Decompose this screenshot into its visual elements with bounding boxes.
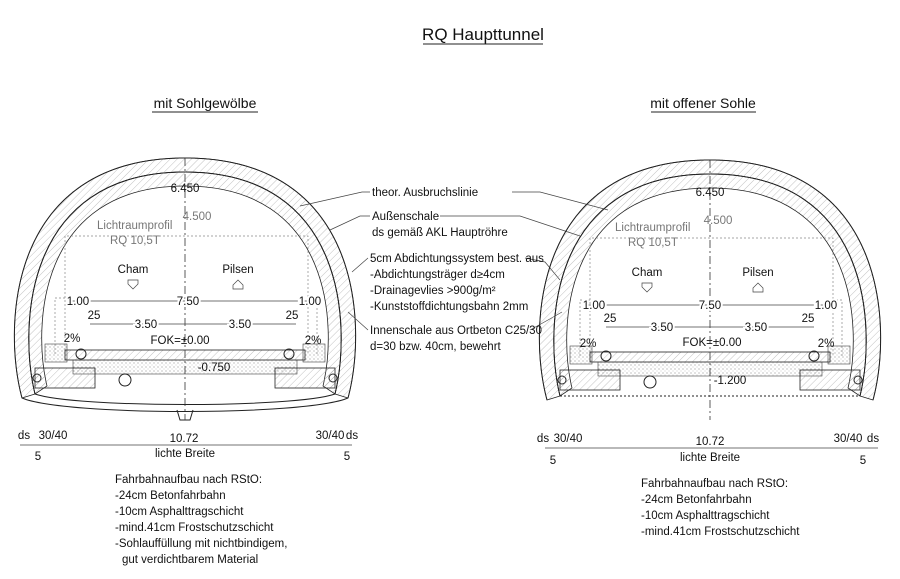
left-level: FOK=±0.00: [150, 335, 209, 347]
left-dim-marking-left: 25: [88, 310, 101, 322]
right-clear-width: 10.72: [696, 436, 725, 448]
left-height-clearance: 4.500: [183, 211, 212, 223]
left-dim-shoulder-left: 1.00: [67, 296, 89, 308]
right-lining-left: 30/40: [554, 433, 583, 445]
right-dim-marking-right: 25: [802, 313, 815, 325]
left-note: -Sohlauffüllung mit nichtbindigem,: [115, 538, 287, 550]
left-depth: -0.750: [198, 362, 231, 374]
left-slope-right: 2%: [305, 335, 322, 347]
left-five-right: 5: [344, 451, 350, 463]
left-note: -mind.41cm Frostschutzschicht: [115, 522, 274, 534]
callout-outer-shell-thickness: ds gemäß AKL Hauptröhre: [372, 227, 508, 239]
left-notes: Fahrbahnaufbau nach RStO: -24cm Betonfah…: [115, 474, 287, 566]
right-five-right: 5: [860, 455, 866, 467]
right-height-clearance: 4.500: [704, 215, 733, 227]
callout-waterproofing: 5cm Abdichtungssystem best. aus: [370, 253, 544, 265]
left-profile-label: Lichtraumprofil: [97, 220, 172, 232]
right-height-total: 6.450: [696, 187, 725, 199]
left-dim-lane-right: 3.50: [229, 319, 251, 331]
callout-excavation-line: theor. Ausbruchslinie: [372, 187, 478, 199]
left-ds-left: ds: [18, 430, 30, 442]
left-lining-right: 30/40: [316, 430, 345, 442]
left-dim-shoulder-right: 1.00: [299, 296, 321, 308]
left-five-left: 5: [35, 451, 41, 463]
right-ds-left: ds: [537, 433, 549, 445]
left-profile-type: RQ 10,5T: [110, 235, 160, 247]
right-tunnel-section: mit offener Sohle 6.450 4.500 Lichtraump…: [537, 95, 882, 538]
arrow-down-icon: [127, 279, 139, 290]
left-clear-width-label: lichte Breite: [155, 448, 215, 460]
left-direction-cham: Cham: [118, 264, 149, 276]
right-dim-marking-left: 25: [604, 313, 617, 325]
left-note: -10cm Asphalttragschicht: [115, 506, 244, 518]
left-tunnel-section: mit Sohlgewölbe 6.450 4.500 Lichtraumpro…: [13, 95, 358, 566]
callout-inner-shell: Innenschale aus Ortbeton C25/30: [370, 325, 542, 337]
right-lining-right: 30/40: [834, 433, 863, 445]
drawing-title: RQ Haupttunnel: [422, 25, 544, 44]
left-clear-width: 10.72: [170, 433, 199, 445]
callout-waterproofing-item: -Drainagevlies >900g/m²: [370, 285, 496, 297]
right-note: -24cm Betonfahrbahn: [641, 494, 752, 506]
right-dim-lane-left: 3.50: [651, 322, 673, 334]
right-depth: -1.200: [714, 375, 747, 387]
right-profile-label: Lichtraumprofil: [615, 222, 690, 234]
right-note: -10cm Asphalttragschicht: [641, 510, 770, 522]
right-direction-pilsen: Pilsen: [742, 267, 773, 279]
left-dim-lane-left: 3.50: [135, 319, 157, 331]
right-notes: Fahrbahnaufbau nach RStO: -24cm Betonfah…: [641, 478, 800, 538]
right-five-left: 5: [550, 455, 556, 467]
callout-inner-shell-thickness: d=30 bzw. 40cm, bewehrt: [370, 341, 502, 353]
invert-arch: [21, 397, 349, 412]
left-dim-marking-right: 25: [286, 310, 299, 322]
right-level: FOK=±0.00: [682, 337, 741, 349]
left-note: gut verdichtbarem Material: [122, 554, 258, 566]
callout-waterproofing-item: -Kunststoffdichtungsbahn 2mm: [370, 301, 528, 313]
callout-outer-shell: Außenschale: [372, 211, 439, 223]
arrow-up-icon: [752, 282, 764, 293]
right-dim-shoulder-left: 1.00: [583, 300, 605, 312]
right-clear-width-label: lichte Breite: [680, 452, 740, 464]
right-slope-right: 2%: [818, 338, 835, 350]
right-note: Fahrbahnaufbau nach RStO:: [641, 478, 788, 490]
arrow-up-icon: [232, 279, 244, 290]
left-slope-left: 2%: [64, 333, 81, 345]
left-height-total: 6.450: [171, 183, 200, 195]
right-heading: mit offener Sohle: [650, 95, 756, 111]
left-note: Fahrbahnaufbau nach RStO:: [115, 474, 262, 486]
left-note: -24cm Betonfahrbahn: [115, 490, 226, 502]
callout-waterproofing-item: -Abdichtungsträger d≥4cm: [370, 269, 505, 281]
right-dim-road: 7.50: [699, 300, 721, 312]
right-dim-shoulder-right: 1.00: [815, 300, 837, 312]
right-profile-type: RQ 10,5T: [628, 237, 678, 249]
right-dim-lane-right: 3.50: [745, 322, 767, 334]
left-heading: mit Sohlgewölbe: [154, 95, 257, 111]
right-direction-cham: Cham: [632, 267, 663, 279]
left-ds-right: ds: [346, 430, 358, 442]
right-slope-left: 2%: [580, 338, 597, 350]
right-ds-right: ds: [867, 433, 879, 445]
left-lining-left: 30/40: [39, 430, 68, 442]
arrow-down-icon: [641, 282, 653, 293]
left-dim-road: 7.50: [177, 296, 199, 308]
right-note: -mind.41cm Frostschutzschicht: [641, 526, 800, 538]
left-direction-pilsen: Pilsen: [222, 264, 253, 276]
